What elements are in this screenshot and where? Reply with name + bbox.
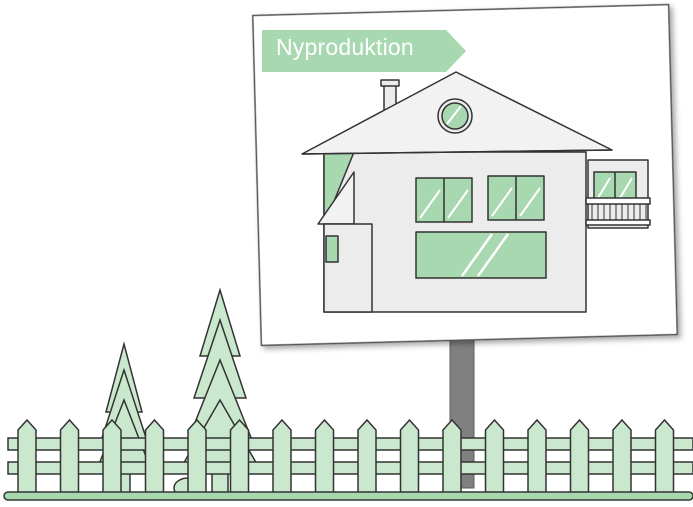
fence [7, 418, 693, 495]
label-banner [262, 30, 466, 72]
fence-picket [442, 418, 462, 495]
fence-picket [654, 418, 675, 495]
fence-picket [612, 418, 632, 495]
fence-picket [399, 418, 420, 495]
fence-picket [527, 418, 547, 495]
fence-picket [229, 418, 250, 495]
ground-line [3, 491, 693, 501]
sign-label: Nyproduktion [276, 34, 414, 60]
fence-picket [59, 418, 80, 495]
fence-picket [272, 418, 292, 495]
window-upper-right [487, 175, 545, 221]
balcony [585, 159, 651, 229]
fence-picket [569, 418, 590, 495]
fence-picket [357, 418, 377, 495]
window-lower [415, 231, 547, 279]
fence-picket [17, 418, 37, 495]
house-illustration [301, 71, 651, 313]
fence-picket [187, 418, 207, 495]
fence-picket [484, 418, 505, 495]
fence-picket [144, 418, 165, 495]
fence-picket [102, 418, 122, 495]
window-upper-left [415, 177, 473, 223]
fence-picket [314, 418, 335, 495]
